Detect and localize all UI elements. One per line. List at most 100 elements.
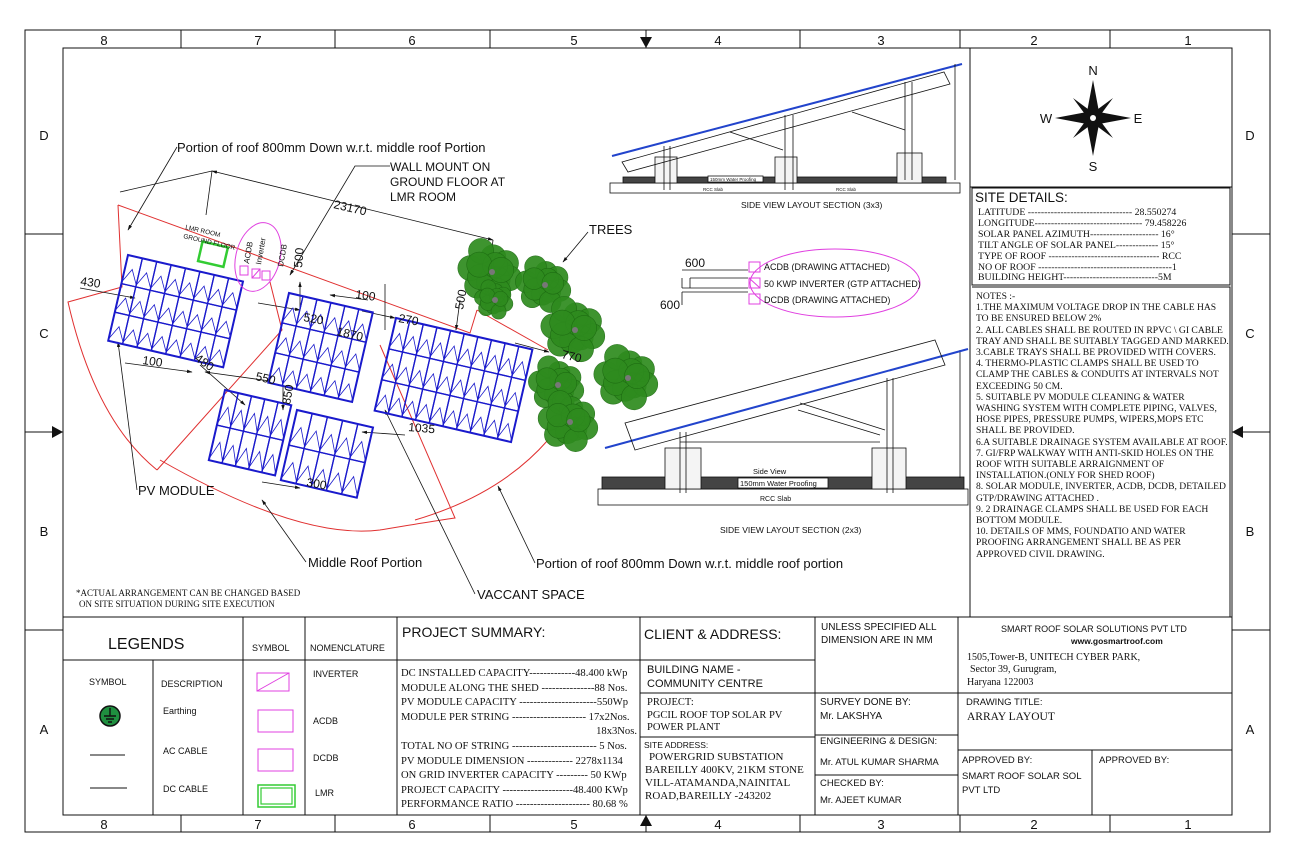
- legend-acdb: ACDB: [313, 716, 339, 726]
- legend-symbol-header: SYMBOL: [252, 643, 290, 653]
- legend-inverter: INVERTER: [313, 669, 359, 679]
- zone-col-4: 4: [714, 33, 721, 48]
- pv-array-frame: [373, 316, 534, 444]
- legend-lmr: LMR: [315, 788, 335, 798]
- summary-row: PV MODULE CAPACITY ---------------------…: [401, 697, 629, 709]
- sv2-side-view: Side View: [753, 467, 787, 476]
- zone-col-5: 5: [570, 33, 577, 48]
- site-latitude: LATITUDE -------------------------------…: [978, 207, 1177, 218]
- zone-col-3: 3: [877, 33, 884, 48]
- pv-module-array: [207, 388, 293, 477]
- north-compass: N S W E: [1040, 63, 1143, 174]
- summary-row: 18x3Nos.: [596, 726, 637, 738]
- legend-earthing: Earthing: [163, 706, 197, 716]
- approved-label-2: APPROVED BY:: [1099, 755, 1170, 766]
- equipment-legend-callout: 600 600 ACDB (DRAWING ATTACHED) 50 KWP I…: [660, 248, 921, 318]
- note-item: 1.THE MAXIMUM VOLTAGE DROP IN THE CABLE …: [976, 302, 1217, 325]
- pv-array-frame: [279, 408, 375, 499]
- zone-col-5-bottom: 5: [570, 817, 577, 832]
- inverter-plan-label: Inverter: [254, 237, 268, 266]
- center-arrows: [40, 30, 1258, 832]
- dim-270: 270: [397, 311, 419, 328]
- zone-col-8: 8: [100, 33, 107, 48]
- dim-100-bottom: 100: [142, 353, 164, 370]
- note-item: 2. ALL CABLES SHALL BE ROUTED IN RPVC \ …: [976, 324, 1229, 347]
- approved-name-1b: PVT LTD: [962, 785, 1001, 796]
- tree-icon: [474, 279, 514, 320]
- acdb-plan-label: ACDB: [242, 241, 255, 264]
- zone-row-c: C: [39, 326, 48, 341]
- callout-dim-600-bottom: 600: [660, 298, 680, 312]
- dim-23170: 23170: [332, 197, 368, 218]
- footnote-line-2: ON SITE SITUATION DURING SITE EXECUTION: [79, 599, 275, 609]
- sv2-slab: RCC Slab: [760, 496, 791, 503]
- roof-outline: [67, 204, 549, 532]
- callout-dcdb: DCDB (DRAWING ATTACHED): [764, 295, 890, 305]
- zone-col-1-bottom: 1: [1184, 817, 1191, 832]
- site-building-height: BUILDING HEIGHT-------------------------…: [978, 272, 1172, 284]
- zone-row-b: B: [40, 524, 49, 539]
- callout-acdb: ACDB (DRAWING ATTACHED): [764, 262, 890, 272]
- tree-icon: [537, 390, 599, 452]
- client-title: CLIENT & ADDRESS:: [644, 626, 782, 642]
- sv3-caption: SIDE VIEW LAYOUT SECTION (3x3): [741, 200, 883, 210]
- site-address-line-4: ROAD,BAREILLY -243202: [645, 790, 772, 802]
- drawing-title-label: DRAWING TITLE:: [966, 697, 1043, 708]
- site-tilt: TILT ANGLE OF SOLAR PANEL------------- 1…: [978, 239, 1175, 251]
- survey-label: SURVEY DONE BY:: [820, 697, 911, 708]
- side-view-3x3: 150mm Water Proofing RCC Slab RCC Slab S…: [609, 63, 963, 210]
- dim-300: 300: [305, 475, 327, 492]
- pv-array-frame: [107, 253, 245, 369]
- pv-array-frame: [267, 291, 374, 404]
- site-address-label: SITE ADDRESS:: [644, 740, 709, 750]
- wall-mount-label-2: GROUND FLOOR AT: [390, 175, 506, 189]
- zone-labels: 8 7 6 5 4 3 2 1 8 7 6 5 4 3 2 1 D C B A …: [39, 33, 1254, 832]
- note-item: 9. 2 DRAINAGE CLAMPS SHALL BE USED FOR E…: [976, 503, 1209, 527]
- project-summary-title: PROJECT SUMMARY:: [402, 624, 546, 640]
- pv-module-array: [279, 408, 375, 499]
- dim-100-top: 100: [355, 287, 377, 304]
- dcdb-plan-label: DCDB: [276, 243, 289, 267]
- approved-name-1: SMART ROOF SOLAR SOL: [962, 771, 1082, 782]
- inverter-symbol-icon: [256, 672, 290, 692]
- engineering-name: Mr. ATUL KUMAR SHARMA: [820, 757, 939, 768]
- compass-east: E: [1134, 111, 1143, 126]
- zone-col-3-bottom: 3: [877, 817, 884, 832]
- zone-col-2-bottom: 2: [1030, 817, 1037, 832]
- company-address-1: 1505,Tower-B, UNITECH CYBER PARK,: [967, 652, 1141, 663]
- project-label: PROJECT:: [647, 697, 694, 708]
- building-name-value: COMMUNITY CENTRE: [647, 678, 763, 690]
- compass-south: S: [1089, 159, 1098, 174]
- checked-label: CHECKED BY:: [820, 778, 884, 789]
- pv-module-arrays: [107, 253, 534, 499]
- panel-dividers: [63, 48, 1232, 815]
- compass-north: N: [1088, 63, 1097, 78]
- roof-bottom-label: Portion of roof 800mm Down w.r.t. middle…: [536, 556, 843, 571]
- dim-850: 850: [279, 383, 296, 405]
- company-website: www.gosmartroof.com: [1071, 636, 1163, 646]
- legend-ac-cable: AC CABLE: [163, 746, 208, 756]
- sv3-waterproof: 150mm Water Proofing: [710, 177, 757, 182]
- zone-col-4-bottom: 4: [714, 817, 721, 832]
- notes-list: NOTES :- 1.THE MAXIMUM VOLTAGE DROP IN T…: [976, 291, 1230, 560]
- note-item: 8. SOLAR MODULE, INVERTER, ACDB, DCDB, D…: [976, 481, 1226, 504]
- pv-module-array: [107, 253, 245, 369]
- legend-symbol-subheader: SYMBOL: [89, 677, 127, 687]
- tree-icon: [540, 296, 606, 363]
- approved-label-1: APPROVED BY:: [962, 755, 1033, 766]
- zone-col-2: 2: [1030, 33, 1037, 48]
- sv3-slab-right: RCC Slab: [836, 187, 857, 192]
- survey-name: Mr. LAKSHYA: [820, 711, 883, 722]
- trees-label: TREES: [589, 222, 633, 237]
- company-name: SMART ROOF SOLAR SOLUTIONS PVT LTD: [1001, 624, 1187, 634]
- acdb-symbol-icon: [257, 709, 294, 733]
- engineering-label: ENGINEERING & DESIGN:: [820, 736, 938, 747]
- zone-row-c-right: C: [1245, 326, 1254, 341]
- drawing-title: ARRAY LAYOUT: [967, 711, 1055, 723]
- units-note-2: DIMENSION ARE IN MM: [821, 635, 933, 646]
- project-name-2: POWER PLANT: [647, 722, 721, 733]
- summary-row: MODULE ALONG THE SHED ---------------88 …: [401, 682, 628, 694]
- units-note-1: UNLESS SPECIFIED ALL: [821, 622, 937, 633]
